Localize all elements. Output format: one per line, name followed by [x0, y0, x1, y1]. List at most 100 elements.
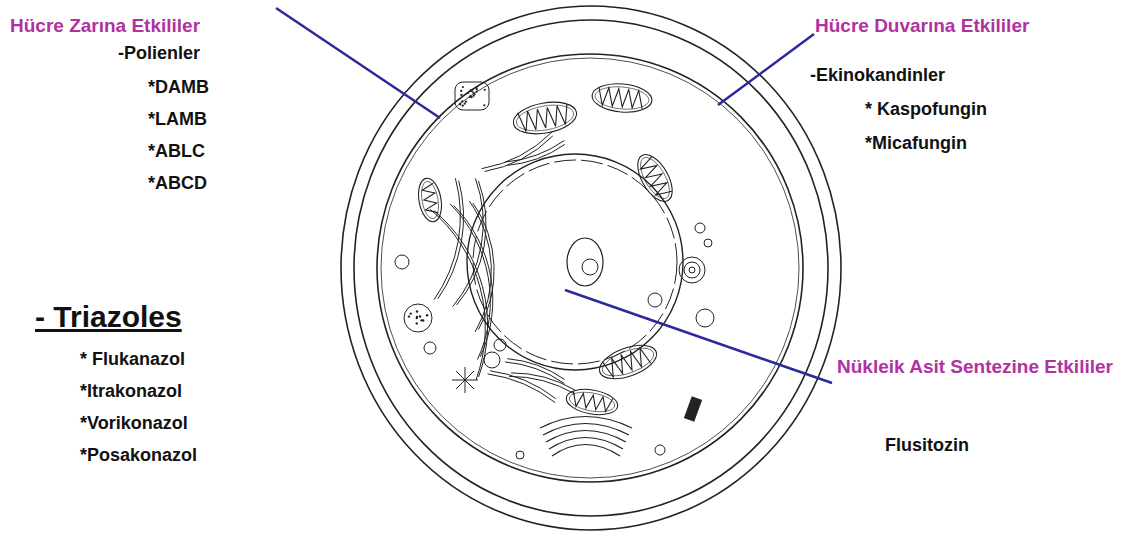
nucleus [467, 154, 683, 370]
mitochondrion [518, 104, 571, 132]
endoplasmic-reticulum [434, 178, 460, 300]
mitochondrion [597, 87, 643, 109]
drug-name: *Posakonazol [80, 444, 197, 467]
centriole [452, 367, 478, 393]
category-heading: Nükleik Asit Sentezine Etkililer [837, 355, 1117, 379]
mitochondrion [564, 386, 619, 419]
ribosome [416, 310, 418, 312]
golgi-apparatus [540, 417, 632, 457]
drug-class: - Triazoles [35, 298, 182, 336]
cell-wall [341, 6, 841, 530]
vesicle [494, 339, 506, 351]
ribosome [464, 103, 466, 105]
ribosome [469, 90, 471, 92]
mitochondrion [514, 101, 575, 135]
lysosome [689, 267, 695, 273]
mitochondrion [631, 149, 680, 207]
granule-cluster [685, 397, 702, 421]
vesicle [695, 223, 705, 233]
lysosome [404, 304, 432, 332]
vesicle [484, 352, 500, 368]
cell-wall [341, 6, 841, 530]
ribosome [483, 104, 485, 106]
mitochondrion [419, 180, 441, 220]
golgi-apparatus [546, 431, 626, 443]
vesicle [704, 239, 712, 247]
drug-name: Flusitozin [885, 434, 969, 457]
centriole [456, 371, 474, 389]
mitochondrion [511, 98, 579, 139]
vesicle [696, 309, 714, 327]
endoplasmic-reticulum [453, 178, 483, 306]
drug-name: *DAMB [148, 76, 209, 99]
drug-name: *Micafungin [865, 132, 967, 155]
ribosome [459, 102, 461, 104]
leader-line [276, 8, 440, 118]
category-heading: Hücre Duvarına Etkililer [815, 14, 1029, 38]
golgi-apparatus [549, 438, 623, 450]
ribosome [460, 94, 462, 96]
ribosome [416, 316, 418, 318]
ribosome [462, 105, 464, 107]
ribosome [476, 88, 478, 90]
mitochondrion [595, 339, 661, 386]
drug-name: *ABLC [148, 140, 205, 163]
ribosome [462, 86, 464, 88]
lysosome [404, 257, 705, 332]
cell-membrane [381, 58, 799, 478]
nucleus [582, 259, 598, 275]
mitochondrion [631, 149, 680, 207]
ribosome [416, 322, 418, 324]
drug-name: *Vorikonazol [80, 412, 188, 435]
mitochondrion [599, 342, 657, 381]
endoplasmic-reticulum [509, 376, 575, 394]
nucleus [567, 238, 603, 286]
drug-class: -Polienler [118, 42, 200, 65]
drug-name: * Kaspofungin [865, 98, 987, 121]
ribosome [484, 89, 486, 91]
mitochondrion [602, 346, 650, 378]
ribosome [465, 101, 467, 103]
ribosome [472, 92, 474, 94]
vesicle [655, 445, 665, 455]
endoplasmic-reticulum [430, 209, 485, 380]
granule-cluster [455, 82, 489, 110]
ribosome [470, 90, 472, 92]
leader-line [276, 8, 832, 383]
mitochondrion [571, 392, 613, 413]
mitochondrion [635, 153, 675, 203]
lysosome [684, 262, 700, 278]
mitochondrion [591, 81, 653, 114]
endoplasmic-reticulum [511, 373, 575, 390]
leader-line [565, 290, 832, 383]
ribosome [420, 319, 422, 321]
category-heading: Hücre Zarına Etkililer [10, 14, 200, 38]
mitochondrion [638, 157, 672, 200]
ribosome [469, 95, 471, 97]
endoplasmic-reticulum [482, 132, 552, 169]
vesicle [424, 342, 436, 354]
endoplasmic-reticulum [430, 132, 575, 403]
granule-cluster [455, 82, 701, 421]
ribosome [410, 312, 412, 314]
drug-class: -Ekinokandinler [810, 64, 945, 87]
golgi-apparatus [543, 424, 629, 436]
mitochondrion [511, 98, 579, 139]
endoplasmic-reticulum [434, 211, 488, 377]
drug-name: *LAMB [148, 108, 207, 131]
mitochondrion [415, 176, 444, 223]
drug-name: * Flukanazol [80, 348, 185, 371]
endoplasmic-reticulum [490, 371, 556, 399]
leader-line [718, 34, 814, 105]
mitochondrion [594, 85, 650, 112]
mitochondrion [568, 389, 616, 415]
cell-membrane [377, 54, 803, 482]
golgi-apparatus [552, 445, 620, 457]
golgi-apparatus [540, 417, 632, 429]
ribosome [416, 317, 418, 319]
mitochondrion [591, 81, 653, 114]
ribosome [408, 86, 486, 325]
cell-membrane [377, 54, 803, 482]
mitochondrion [415, 176, 444, 223]
vesicle [516, 451, 524, 459]
